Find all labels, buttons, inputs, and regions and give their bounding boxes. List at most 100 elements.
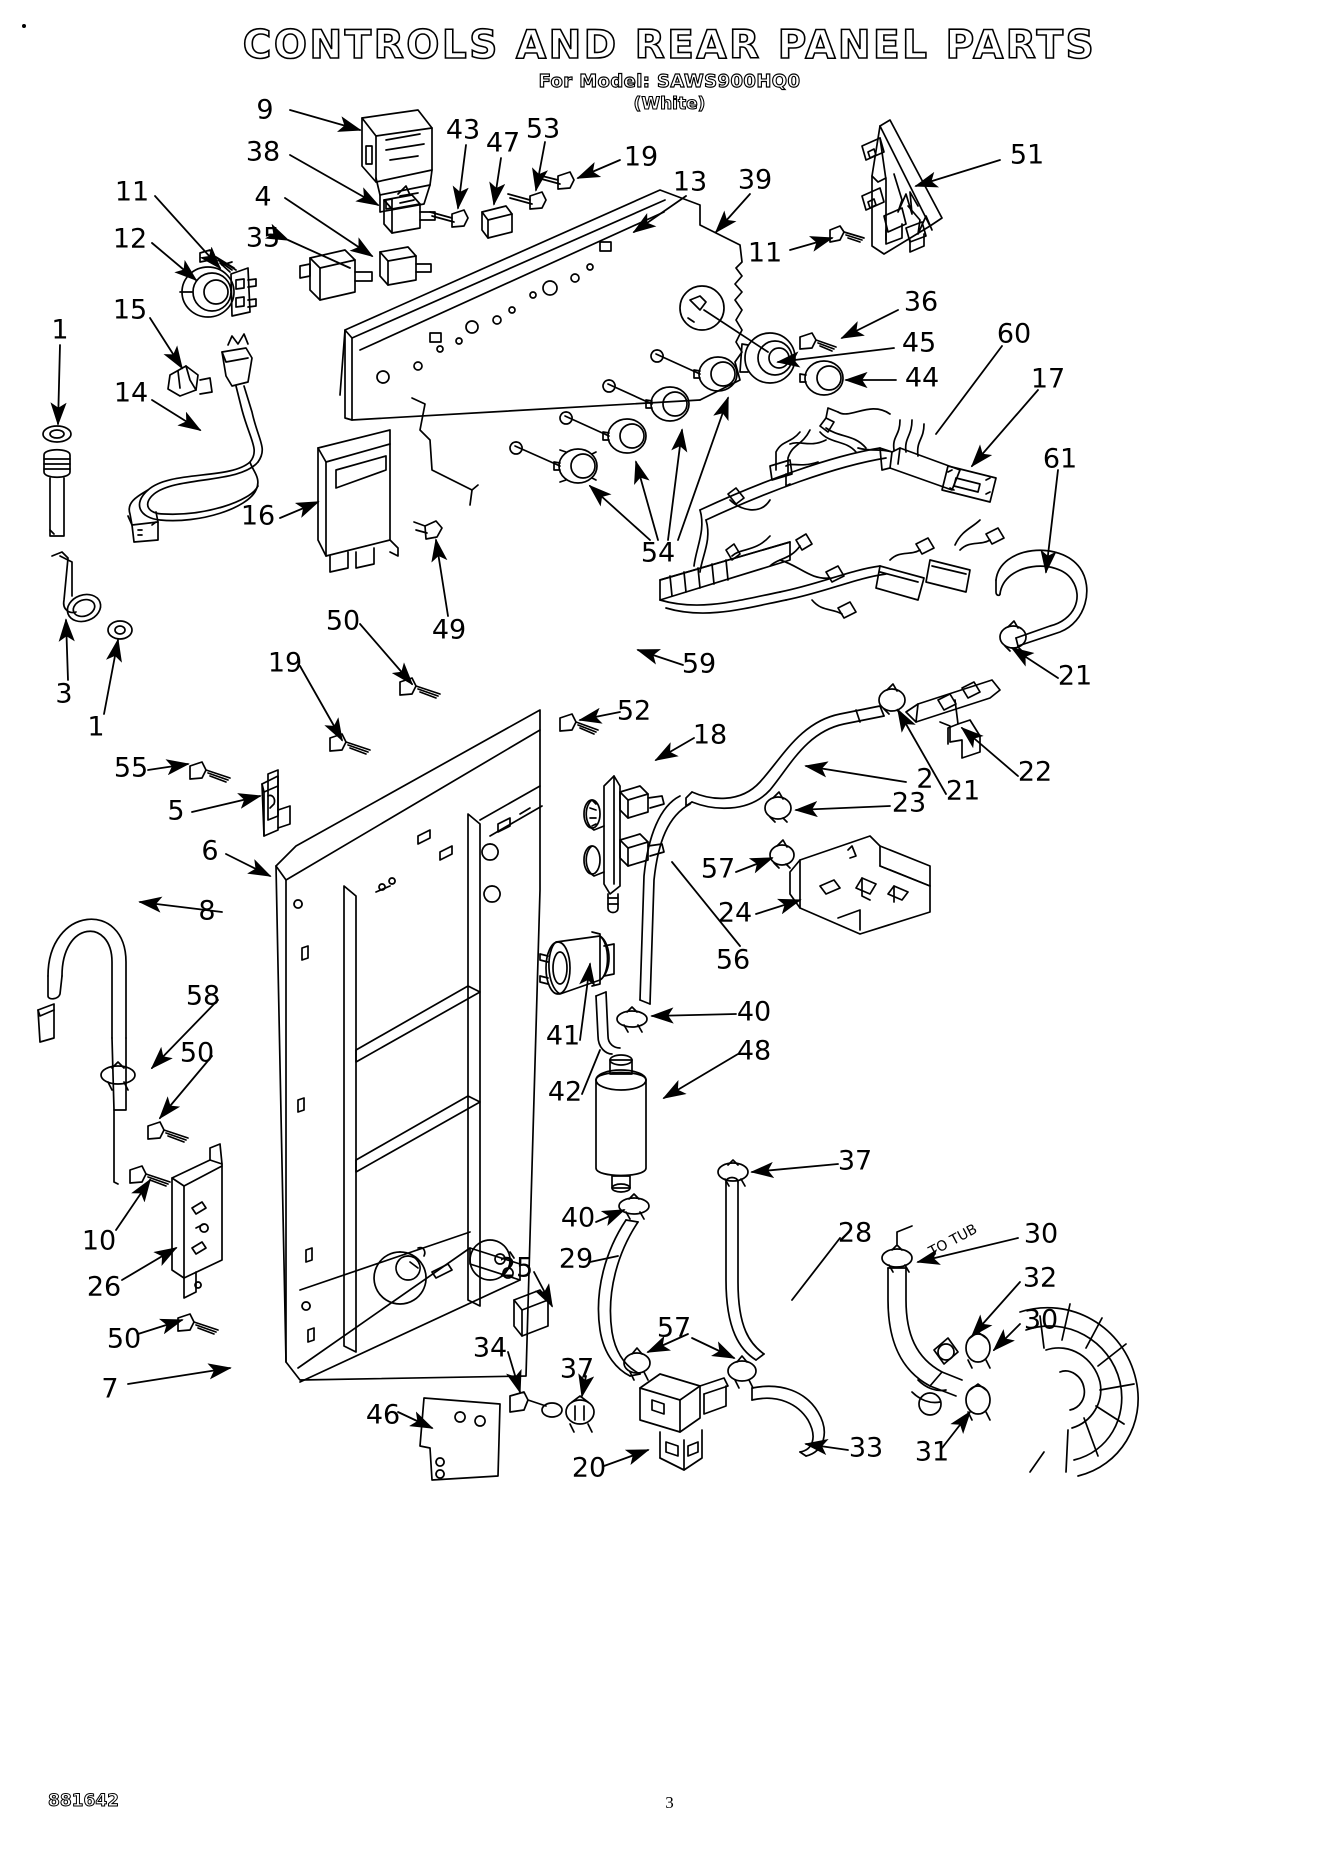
callout-number-7: 7 xyxy=(101,1373,119,1405)
callout-number-10: 10 xyxy=(81,1225,117,1257)
lower-wiring-harness xyxy=(659,519,1005,619)
callout-number-17: 17 xyxy=(1030,363,1066,395)
clamp-part-58 xyxy=(100,1061,136,1091)
callout-number-36: 36 xyxy=(903,286,939,318)
pressure-switch-part-12 xyxy=(179,261,257,318)
callout-number-26: 26 xyxy=(86,1271,122,1303)
clamp-part-57-lower-left xyxy=(623,1347,651,1381)
clamp-part-30-upper xyxy=(881,1225,913,1273)
callout-number-28: 28 xyxy=(837,1217,873,1249)
callout-number-57: 57 xyxy=(656,1312,692,1344)
callout-number-2: 2 xyxy=(916,763,934,795)
callout-number-25: 25 xyxy=(498,1252,534,1284)
callout-number-38: 38 xyxy=(245,136,281,168)
dial-part-44 xyxy=(799,360,844,396)
screw-part-50-lower xyxy=(129,1165,171,1187)
callout-number-6: 6 xyxy=(201,835,219,867)
console-panel-part xyxy=(339,189,743,506)
callout-number-19: 19 xyxy=(267,647,303,679)
clamp-part-30-lower xyxy=(965,1331,991,1369)
clamp-part-37-lower xyxy=(565,1395,595,1433)
screw-part-55 xyxy=(189,761,231,783)
fitting-part-34 xyxy=(509,1391,563,1418)
callout-number-50: 50 xyxy=(179,1037,215,1069)
clamp-part-40-lower xyxy=(618,1193,650,1220)
clamp-part-21-lower xyxy=(878,683,906,715)
callout-number-21: 21 xyxy=(1057,660,1093,692)
rear-panel-part-7 xyxy=(275,709,543,1383)
callout-number-22: 22 xyxy=(1017,756,1053,788)
callout-number-35: 35 xyxy=(245,222,281,254)
callout-number-55: 55 xyxy=(113,752,149,784)
air-dome-part-22 xyxy=(905,679,1001,759)
callout-number-4: 4 xyxy=(254,181,272,213)
screw-part-49 xyxy=(413,520,443,540)
callout-number-52: 52 xyxy=(616,695,652,727)
power-cord-part-14 xyxy=(127,333,263,543)
timer-part-9 xyxy=(361,109,433,213)
clamp-part-57-lower-right xyxy=(727,1355,757,1389)
callout-number-11: 11 xyxy=(747,237,783,269)
pump-part-20 xyxy=(639,1373,729,1471)
callout-number-45: 45 xyxy=(901,327,937,359)
drain-hose-part-8 xyxy=(37,918,127,1185)
hose-part-28 xyxy=(725,1176,765,1361)
callout-number-8: 8 xyxy=(198,895,216,927)
hose-assembly-part-1-3 xyxy=(42,425,133,640)
callout-number-57: 57 xyxy=(700,853,736,885)
screw-part-53 xyxy=(507,191,547,210)
callout-number-50: 50 xyxy=(325,605,361,637)
callout-number-1: 1 xyxy=(87,711,105,743)
callout-number-46: 46 xyxy=(365,1399,401,1431)
plate-part-46 xyxy=(419,1397,501,1481)
callout-number-30: 30 xyxy=(1023,1218,1059,1250)
callout-number-56: 56 xyxy=(715,944,751,976)
callout-number-33: 33 xyxy=(848,1432,884,1464)
water-valve-part-18 xyxy=(583,775,665,914)
callout-number-1: 1 xyxy=(51,314,69,346)
callout-number-40: 40 xyxy=(736,996,772,1028)
callout-number-23: 23 xyxy=(891,787,927,819)
callout-number-5: 5 xyxy=(167,795,185,827)
callout-number-37: 37 xyxy=(559,1353,595,1385)
callout-number-47: 47 xyxy=(485,127,521,159)
screw-part-50-mid xyxy=(399,677,441,699)
clip-part-25 xyxy=(513,1289,549,1337)
bracket-part-26 xyxy=(171,1143,223,1299)
reservoir-part-48 xyxy=(595,1054,647,1193)
callout-number-24: 24 xyxy=(717,897,753,929)
screw-part-50-upper xyxy=(147,1121,189,1143)
callout-number-29: 29 xyxy=(558,1243,594,1275)
clip-part-5 xyxy=(267,769,279,821)
knobs-part-54 xyxy=(509,349,738,484)
footer-page-number: 3 xyxy=(665,1793,674,1812)
callout-number-51: 51 xyxy=(1009,139,1045,171)
callout-number-44: 44 xyxy=(904,362,940,394)
screw-part-43 xyxy=(429,209,469,228)
callout-number-50: 50 xyxy=(106,1323,142,1355)
callout-number-13: 13 xyxy=(672,166,708,198)
callout-number-32: 32 xyxy=(1022,1262,1058,1294)
timer-knob-part-45 xyxy=(739,332,796,384)
switch-part-35 xyxy=(299,249,373,301)
screw-part-19-top xyxy=(533,171,575,190)
drain-hose-part-32 xyxy=(887,1267,963,1416)
callout-number-21: 21 xyxy=(945,775,981,807)
callout-number-61: 61 xyxy=(1042,443,1078,475)
callout-number-9: 9 xyxy=(256,94,274,126)
end-cap-part-16 xyxy=(317,429,399,573)
callout-number-15: 15 xyxy=(112,294,148,326)
registration-dot xyxy=(22,24,26,28)
switch-part-4 xyxy=(379,246,432,286)
callout-number-37: 37 xyxy=(837,1145,873,1177)
tub-part-right xyxy=(1019,1303,1139,1477)
callout-number-31: 31 xyxy=(914,1436,950,1468)
clamp-part-31 xyxy=(965,1383,991,1421)
callout-number-59: 59 xyxy=(681,648,717,680)
callout-number-30: 30 xyxy=(1023,1304,1059,1336)
clamp-part-40-upper xyxy=(616,1006,648,1033)
callout-number-48: 48 xyxy=(736,1035,772,1067)
callout-number-53: 53 xyxy=(525,113,561,145)
callout-number-11: 11 xyxy=(114,176,150,208)
